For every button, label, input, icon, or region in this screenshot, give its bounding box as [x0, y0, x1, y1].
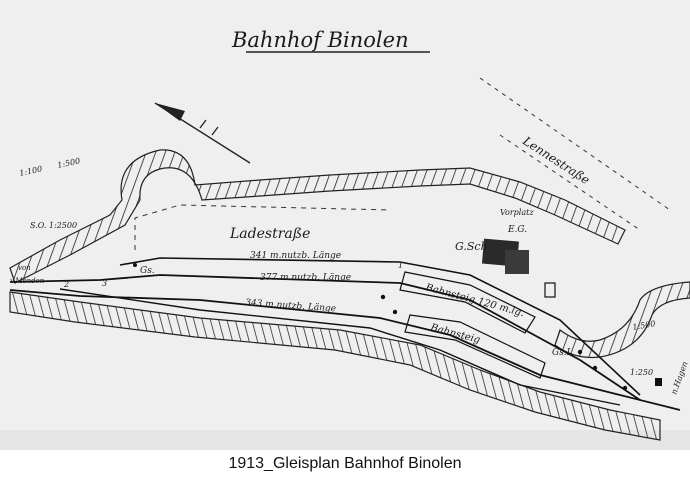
tracks	[9, 257, 681, 411]
track-3	[9, 289, 681, 411]
embankment-upper	[9, 149, 626, 284]
loading-road	[134, 204, 391, 250]
track-4	[59, 288, 621, 406]
track-number-2: 2	[63, 280, 69, 289]
platform-upper	[399, 271, 536, 334]
scale-right-1: 1:500	[632, 319, 656, 332]
platform-lower	[404, 314, 546, 379]
scale-right-2: 1:250	[630, 368, 653, 377]
track-plan-scan: Bahnhof Binolen Lennestraße Ladestraße B…	[0, 0, 690, 450]
label-gs-sch: G.Sch	[455, 240, 488, 253]
track-2-length: 377 m.nutzb. Länge	[260, 273, 351, 283]
scale-left-so: S.O. 1:2500	[30, 221, 77, 230]
track-number-1: 1	[398, 261, 403, 270]
label-gs-right: Gs.I.	[552, 348, 573, 358]
left-margin-top: von	[18, 264, 31, 272]
north-arrow-icon	[154, 102, 251, 164]
plan-title: Bahnhof Binolen	[231, 28, 409, 52]
vorplatz-sub-label: E.G.	[507, 225, 527, 235]
embankment-lower	[9, 291, 661, 441]
station-building	[481, 238, 556, 298]
km-marker	[655, 378, 662, 386]
left-margin-bottom: v.Menden	[10, 277, 45, 285]
street-edge-upper	[479, 77, 671, 211]
track-1	[119, 257, 641, 396]
street-edge-lower	[499, 134, 641, 231]
track-2	[9, 274, 641, 401]
image-caption: 1913_Gleisplan Bahnhof Binolen	[228, 455, 462, 472]
vorplatz-label: Vorplatz	[500, 208, 534, 217]
track-number-3: 3	[102, 279, 107, 288]
track-1-length: 341 m.nutzb. Länge	[250, 251, 341, 261]
loading-road-label: Ladestraße	[229, 226, 310, 242]
label-gs-left: Gs.	[140, 266, 155, 276]
switch-markers	[133, 263, 628, 391]
